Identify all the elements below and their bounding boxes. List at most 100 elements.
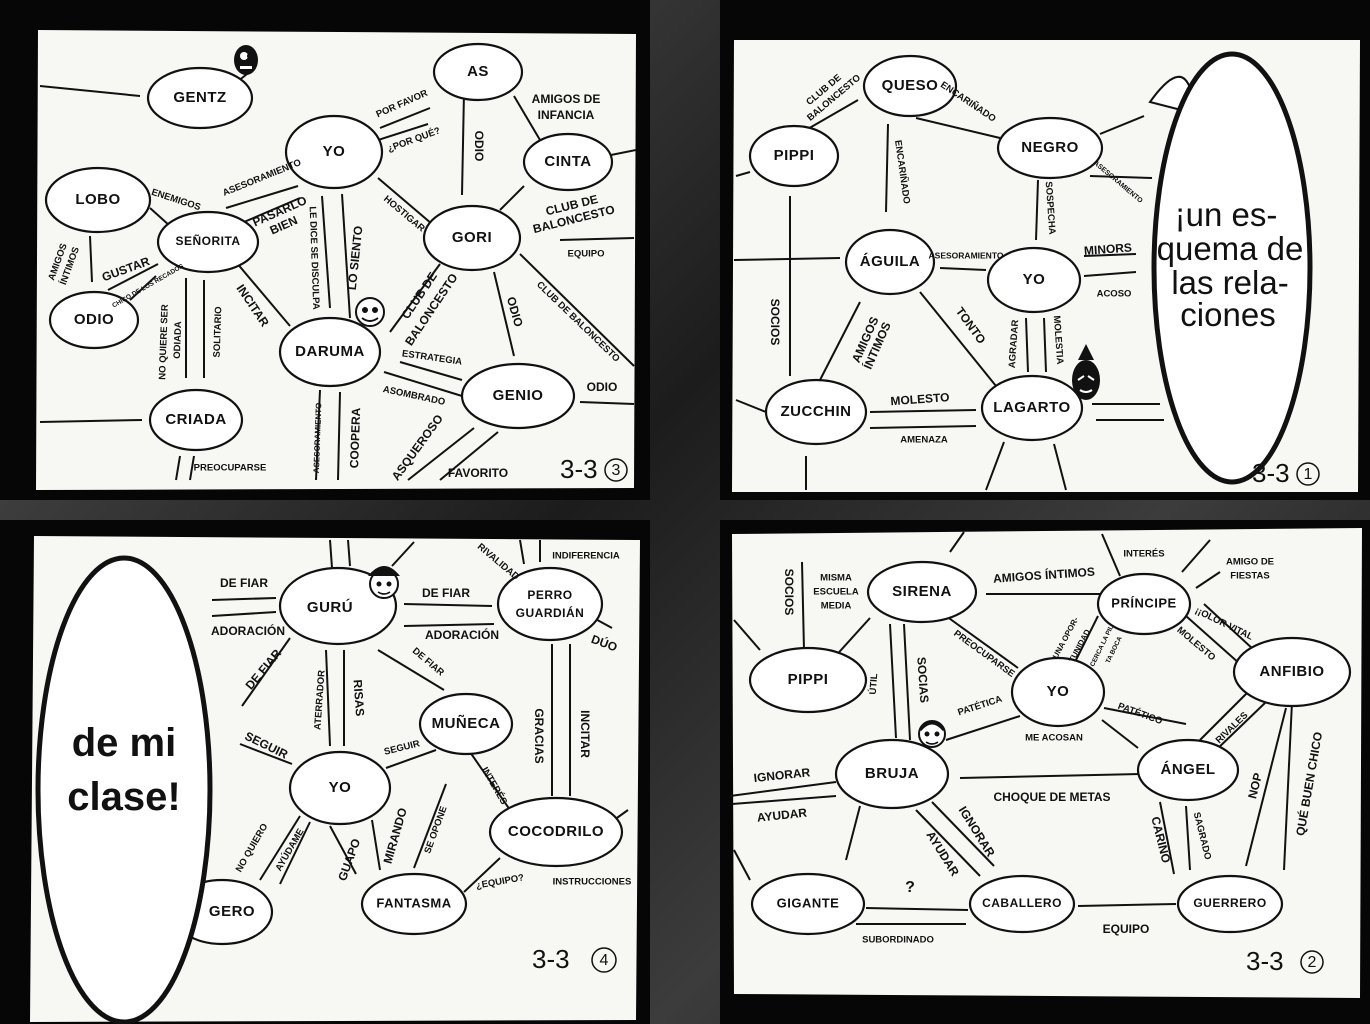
node-principe: PRÍNCIPE [1096,572,1192,636]
svg-text:INFANCIA: INFANCIA [538,108,595,122]
node-guru: GURÚ [278,566,398,646]
svg-text:FAVORITO: FAVORITO [448,466,508,480]
svg-text:ÁNGEL: ÁNGEL [1161,761,1216,778]
svg-text:CRIADA: CRIADA [165,411,226,428]
node-angel: ÁNGEL [1136,738,1240,802]
node-negro: NEGRO [996,116,1104,180]
svg-text:SOSPECHA: SOSPECHA [1043,181,1058,235]
svg-text:CABALLERO: CABALLERO [982,896,1062,910]
svg-text:LO SIENTO: LO SIENTO [345,225,366,291]
svg-text:EQUIPO: EQUIPO [568,249,605,260]
svg-text:MOLESTIA: MOLESTIA [1051,315,1065,365]
speech-bubble: ¡un es- quema de las rela- ciones [1148,51,1313,485]
bruja-icon [918,720,946,748]
svg-text:GIGANTE: GIGANTE [777,895,840,910]
svg-text:quema de: quema de [1157,230,1304,267]
svg-text:ESCUELA: ESCUELA [813,587,859,598]
svg-text:LE DICE SE DISCULPA: LE DICE SE DISCULPA [307,206,322,310]
svg-text:MUÑECA: MUÑECA [432,714,501,732]
svg-text:GURÚ: GURÚ [307,598,353,616]
svg-text:¡un es-: ¡un es- [1175,196,1278,233]
panel-sheet-2: SIRENA PRÍNCIPE PIPPI ANFIBIO YO BRUJA Á… [720,520,1370,1024]
svg-text:GUARDIÁN: GUARDIÁN [516,605,585,620]
svg-text:ciones: ciones [1180,296,1275,333]
svg-text:SOCIAS: SOCIAS [914,657,931,704]
node-daruma: DARUMA [278,316,382,388]
svg-text:YO: YO [1047,683,1070,700]
svg-text:3-3: 3-3 [560,454,598,484]
node-zucchin: ZUCCHIN [764,378,868,446]
svg-text:MEDIA: MEDIA [821,601,852,612]
svg-text:ZUCCHIN: ZUCCHIN [781,403,852,420]
svg-text:3: 3 [612,462,621,479]
svg-text:FANTASMA: FANTASMA [376,895,451,910]
node-gentz: GENTZ [146,66,254,130]
edges [39,69,637,481]
node-bruja: BRUJA [834,738,950,810]
svg-text:AYUDAR: AYUDAR [756,806,808,825]
node-muneca: MUÑECA [418,692,514,756]
diagram-sheet-2: SIRENA PRÍNCIPE PIPPI ANFIBIO YO BRUJA Á… [729,528,1362,998]
nodes: GENTZ AS YO CINTA LOBO SEÑORITA GORI ODI… [44,42,614,452]
svg-text:SIRENA: SIRENA [892,583,952,600]
node-genio: GENIO [460,362,576,430]
svg-text:3-3: 3-3 [1246,946,1284,976]
edges [729,531,1293,925]
svg-text:AS: AS [467,63,489,80]
svg-text:IGNORAR: IGNORAR [753,765,811,785]
svg-text:NEGRO: NEGRO [1021,139,1079,156]
svg-text:RISAS: RISAS [351,679,368,717]
svg-text:FIESTAS: FIESTAS [1230,571,1269,582]
svg-text:QUESO: QUESO [882,77,939,94]
node-anfibio: ANFIBIO [1232,636,1352,708]
node-cinta: CINTA [522,132,614,192]
svg-text:de mi: de mi [72,721,176,765]
svg-text:AGRADAR: AGRADAR [1007,319,1021,368]
guru-icon [368,566,400,599]
svg-text:ME ACOSAN: ME ACOSAN [1025,733,1083,744]
gentz-icon [234,45,258,75]
panel-sheet-1: QUESO PIPPI NEGRO ÁGUILA YO ZUCCHIN LAGA… [720,0,1370,500]
svg-text:1: 1 [1304,466,1313,483]
node-pippi: PIPPI [748,124,840,188]
node-aguila: ÁGUILA [844,228,936,296]
svg-text:COOPERA: COOPERA [347,407,363,468]
svg-text:ÁGUILA: ÁGUILA [860,253,921,270]
diagram-sheet-3: GENTZ AS YO CINTA LOBO SEÑORITA GORI ODI… [36,30,637,490]
node-lagarto: LAGARTO [980,374,1084,442]
svg-text:SOCIOS: SOCIOS [782,569,796,616]
svg-text:INCITAR: INCITAR [578,710,592,758]
svg-text:YO: YO [329,779,352,796]
svg-text:PREOCUPARSE: PREOCUPARSE [194,463,267,474]
svg-text:2: 2 [1308,954,1317,971]
svg-text:GORI: GORI [452,229,492,246]
svg-text:?: ? [905,879,915,896]
node-gigante: GIGANTE [750,872,866,936]
svg-text:NOP: NOP [1245,771,1265,800]
svg-text:SOLITARIO: SOLITARIO [212,306,225,357]
svg-text:GERO: GERO [209,903,255,920]
svg-text:AMENAZA: AMENAZA [900,435,948,446]
node-yo: YO [1010,656,1106,728]
svg-text:MISMA: MISMA [820,573,852,584]
svg-text:DARUMA: DARUMA [295,343,365,360]
svg-text:GRACIAS: GRACIAS [532,708,546,763]
svg-text:GUERRERO: GUERRERO [1193,896,1266,910]
sheet-number: 3-3 4 [532,944,617,974]
node-guerrero: GUERRERO [1176,874,1284,934]
node-fantasma: FANTASMA [360,872,468,936]
edges [211,539,629,893]
node-yo: YO [986,246,1082,314]
svg-text:3-3: 3-3 [1252,458,1290,488]
svg-text:MINORS: MINORS [1084,241,1133,258]
svg-text:DE FIAR: DE FIAR [422,586,470,600]
lagarto-icon [1072,344,1100,400]
daruma-icon [355,297,385,327]
node-criada: CRIADA [148,388,244,452]
node-senorita: SEÑORITA [156,210,260,274]
diagram-sheet-1: QUESO PIPPI NEGRO ÁGUILA YO ZUCCHIN LAGA… [732,40,1360,492]
node-lobo: LOBO [44,166,152,234]
svg-text:INDIFERENCIA: INDIFERENCIA [552,551,620,562]
